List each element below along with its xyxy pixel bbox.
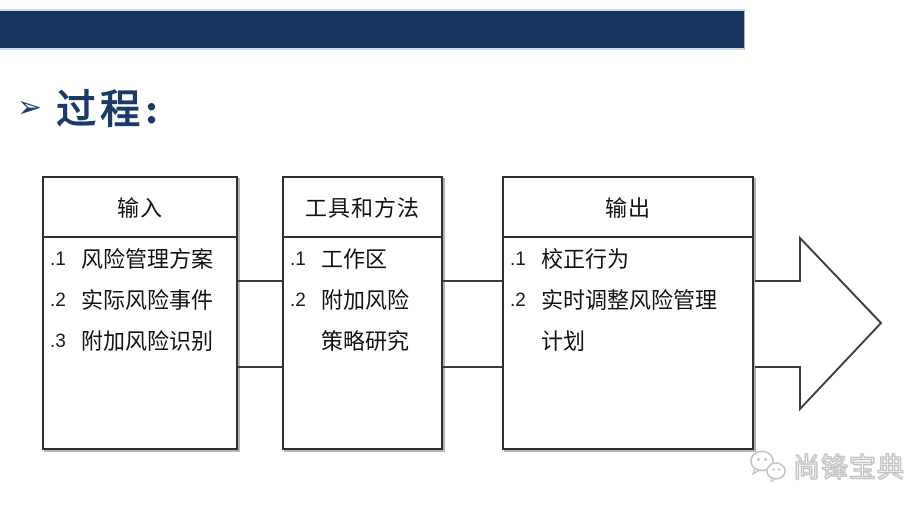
process-box-title: 输入 — [44, 178, 236, 238]
process-box-body: .1 工作区 .2 附加风险 策略研究 — [284, 238, 441, 362]
item-number: .3 — [50, 331, 66, 352]
list-item: .1 风险管理方案 — [50, 239, 234, 280]
item-text: 计划 — [541, 329, 586, 354]
item-text: 附加风险 — [321, 288, 410, 313]
wechat-chat-bubbles-icon — [750, 450, 786, 483]
item-text: 附加风险识别 — [81, 329, 214, 354]
flow-arrow — [755, 235, 883, 412]
list-item: .1 校正行为 — [510, 239, 750, 280]
list-item: .2 附加风险 策略研究 — [290, 280, 439, 362]
connector-line — [238, 280, 282, 368]
connector-line — [443, 280, 502, 368]
page-title: 过程: — [56, 86, 163, 133]
item-text: 实时调整风险管理 — [541, 288, 718, 313]
item-text: 校正行为 — [541, 247, 630, 272]
item-number: .1 — [290, 249, 306, 270]
list-item: .2 实时调整风险管理 计划 — [510, 280, 750, 362]
process-box-tools: 工具和方法 .1 工作区 .2 附加风险 策略研究 — [282, 176, 443, 450]
process-box-body: .1 风险管理方案 .2 实际风险事件 .3 附加风险识别 — [44, 238, 236, 362]
process-box-input: 输入 .1 风险管理方案 .2 实际风险事件 .3 附加风险识别 — [42, 176, 238, 450]
process-box-title: 输出 — [504, 178, 752, 238]
item-text: 工作区 — [321, 247, 388, 272]
item-number: .2 — [290, 290, 306, 311]
arrow-bullet-icon: ➢ — [17, 91, 43, 124]
item-text: 风险管理方案 — [81, 247, 214, 272]
process-box-output: 输出 .1 校正行为 .2 实时调整风险管理 计划 — [502, 176, 754, 450]
item-number: .1 — [510, 249, 526, 270]
watermark: 尚锋宝典 — [748, 446, 905, 485]
heading: ➢ 过程: — [17, 88, 163, 132]
list-item: .2 实际风险事件 — [50, 280, 234, 321]
item-number: .2 — [510, 290, 526, 311]
title-bar — [0, 9, 745, 50]
list-item: .3 附加风险识别 — [50, 321, 234, 362]
item-text: 策略研究 — [321, 329, 410, 354]
item-text: 实际风险事件 — [81, 288, 214, 313]
list-item: .1 工作区 — [290, 239, 439, 280]
item-number: .1 — [50, 249, 66, 270]
process-box-body: .1 校正行为 .2 实时调整风险管理 计划 — [504, 238, 752, 362]
watermark-text: 尚锋宝典 — [792, 452, 905, 483]
item-number: .2 — [50, 290, 66, 311]
process-box-title: 工具和方法 — [284, 178, 441, 238]
